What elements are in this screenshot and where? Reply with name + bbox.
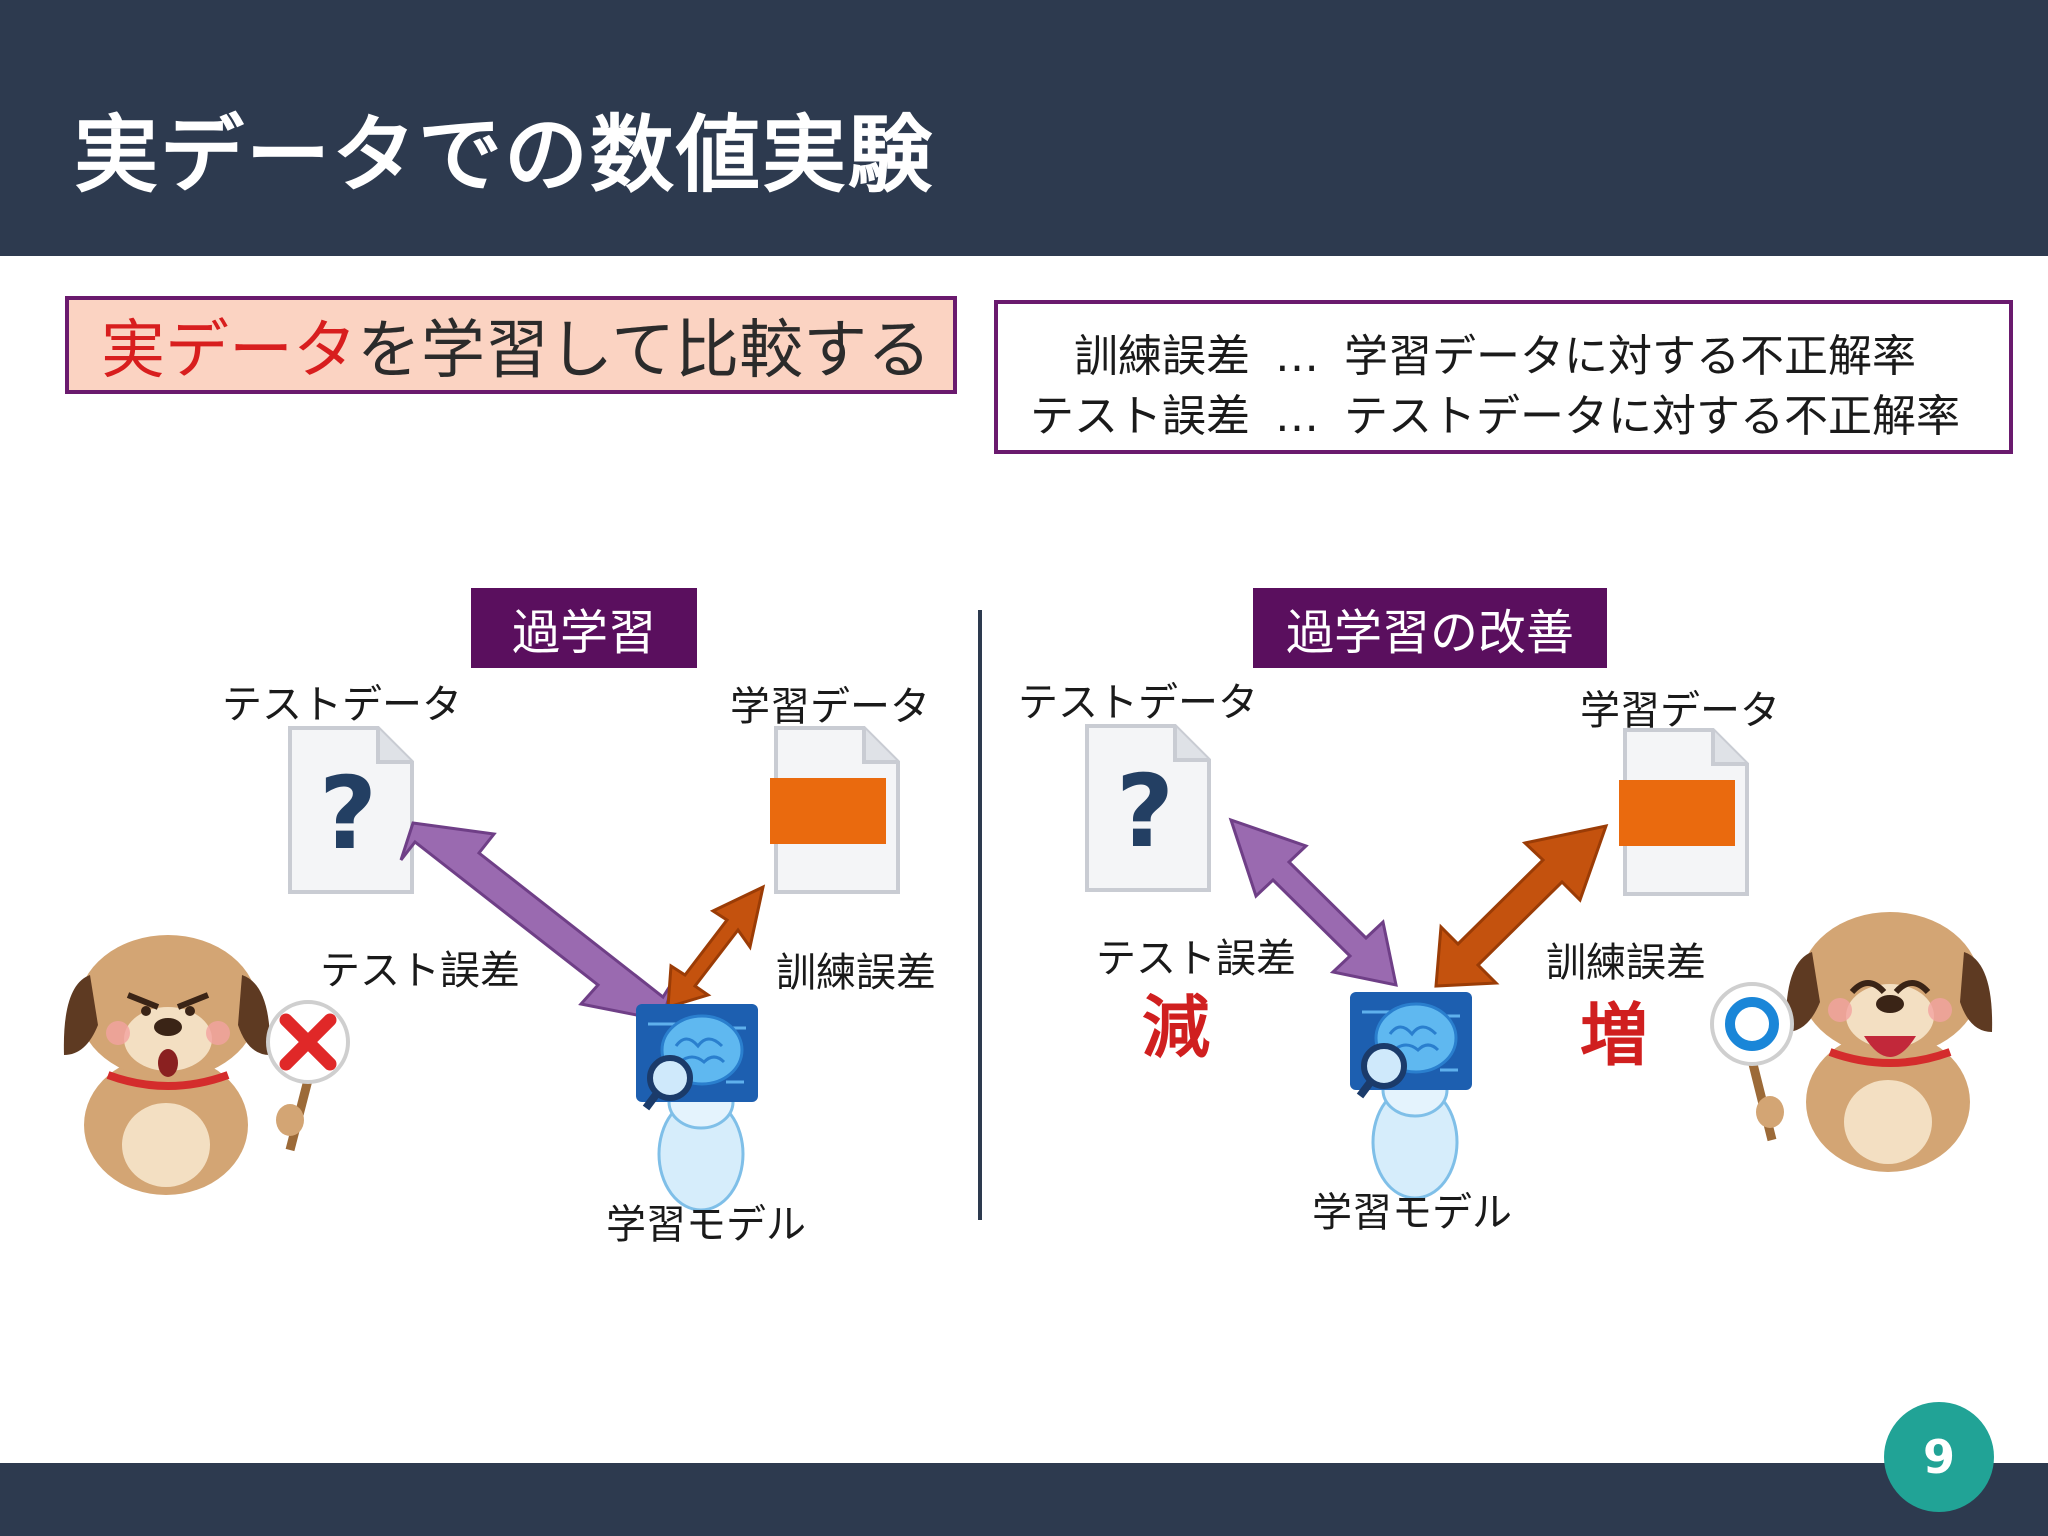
compare-box: 実データを学習して比較する bbox=[65, 296, 957, 394]
learning-model-label: 学習モデル bbox=[606, 1202, 806, 1248]
train-data-document-icon bbox=[1617, 728, 1749, 896]
learning-model-icon bbox=[1350, 992, 1472, 1198]
train-error-arrow bbox=[1434, 823, 1609, 988]
page-number-badge: 9 bbox=[1884, 1402, 1994, 1512]
definition-row-test: テスト誤差 … テストデータに対する不正解率 bbox=[1018, 380, 1960, 444]
definition-box: 訓練誤差 … 学習データに対する不正解率 テスト誤差 … テストデータに対する不正解率 bbox=[994, 300, 2013, 454]
learning-model-icon bbox=[636, 1004, 758, 1210]
train-error-arrow bbox=[666, 884, 766, 1010]
happy-dog-illustration bbox=[1786, 912, 1992, 1172]
compare-accent-text: 実データ bbox=[101, 314, 357, 388]
footer-bar bbox=[0, 1463, 2048, 1536]
circle-mark-sign-icon bbox=[1710, 982, 1794, 1142]
train-data-label: 学習データ bbox=[1580, 688, 1780, 734]
definition-separator: … bbox=[1275, 391, 1319, 442]
definition-term: テスト誤差 bbox=[1030, 391, 1250, 442]
slide-title: 実データでの数値実験 bbox=[74, 106, 935, 204]
test-data-label: テストデータ bbox=[1018, 680, 1258, 726]
test-error-decrease-mark: 減 bbox=[1142, 989, 1211, 1068]
train-data-document-icon bbox=[768, 726, 900, 894]
definition-term: 訓練誤差 bbox=[1074, 331, 1250, 382]
overfitting-improvement-heading: 過学習の改善 bbox=[1253, 588, 1607, 668]
definition-row-train: 訓練誤差 … 学習データに対する不正解率 bbox=[1018, 320, 1916, 384]
test-error-label: テスト誤差 bbox=[1096, 936, 1296, 982]
train-data-label: 学習データ bbox=[730, 684, 930, 730]
train-error-increase-mark: 増 bbox=[1580, 997, 1649, 1076]
definition-meaning: テストデータに対する不正解率 bbox=[1344, 391, 1960, 442]
train-error-label: 訓練誤差 bbox=[776, 950, 936, 996]
learning-model-label: 学習モデル bbox=[1312, 1190, 1512, 1236]
test-error-label: テスト誤差 bbox=[320, 948, 520, 994]
test-data-label: テストデータ bbox=[222, 682, 462, 728]
panel-divider bbox=[978, 610, 982, 1220]
test-data-document-icon bbox=[1085, 724, 1211, 892]
train-error-label: 訓練誤差 bbox=[1546, 940, 1706, 986]
header-bar bbox=[0, 0, 2048, 256]
test-data-document-icon bbox=[288, 726, 414, 894]
overfitting-heading: 過学習 bbox=[471, 588, 697, 668]
test-error-arrow bbox=[1228, 817, 1398, 987]
definition-separator: … bbox=[1275, 331, 1319, 382]
cross-mark-sign-icon bbox=[266, 1000, 350, 1152]
definition-meaning: 学習データに対する不正解率 bbox=[1344, 331, 1916, 382]
angry-dog-illustration bbox=[64, 935, 270, 1195]
compare-rest-text: を学習して比較する bbox=[357, 314, 932, 388]
